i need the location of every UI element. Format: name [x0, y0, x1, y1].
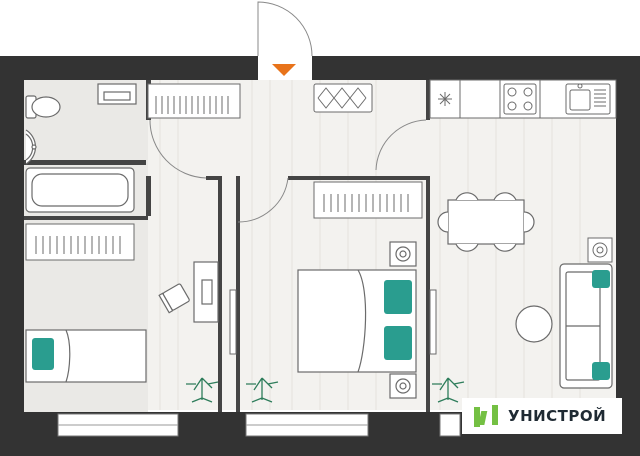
- coat-rack-icon: [313, 83, 373, 113]
- bed-icon: [25, 329, 147, 383]
- door-swings: [149, 1, 427, 223]
- chair-icon: [158, 283, 190, 314]
- sofa-icon: [559, 263, 613, 389]
- stove-icon: [503, 83, 537, 115]
- plant-icon: [246, 377, 279, 403]
- radiator-icon: [25, 223, 135, 261]
- bed-icon: [297, 241, 417, 399]
- toilet-icon: [25, 95, 61, 119]
- entrance-arrow-icon: [272, 64, 296, 76]
- radiator-icon: [147, 83, 241, 119]
- coffee-table: [515, 305, 553, 343]
- washing-machine-icon: [97, 83, 137, 105]
- lamp-icon: [587, 237, 613, 263]
- table-icon: [447, 199, 525, 245]
- brand-logo-icon: [474, 405, 498, 427]
- windows: [57, 413, 461, 437]
- inner-walls: [24, 80, 430, 412]
- floor-areas: [24, 80, 618, 420]
- snowflake-icon: [438, 92, 452, 106]
- plant-icon: [186, 377, 219, 403]
- bathtub-icon: [25, 167, 135, 213]
- sink-icon: [25, 129, 37, 165]
- kitchen-sink-icon: [565, 83, 611, 115]
- radiator-icon: [313, 181, 423, 219]
- wardrobe-panel: [229, 289, 437, 355]
- desk-icon: [193, 261, 219, 323]
- plant-icon: [432, 377, 465, 403]
- chair-icon: [437, 192, 535, 252]
- brand-name: УНИСТРОЙ: [508, 407, 607, 425]
- brand-logo: УНИСТРОЙ: [462, 398, 622, 434]
